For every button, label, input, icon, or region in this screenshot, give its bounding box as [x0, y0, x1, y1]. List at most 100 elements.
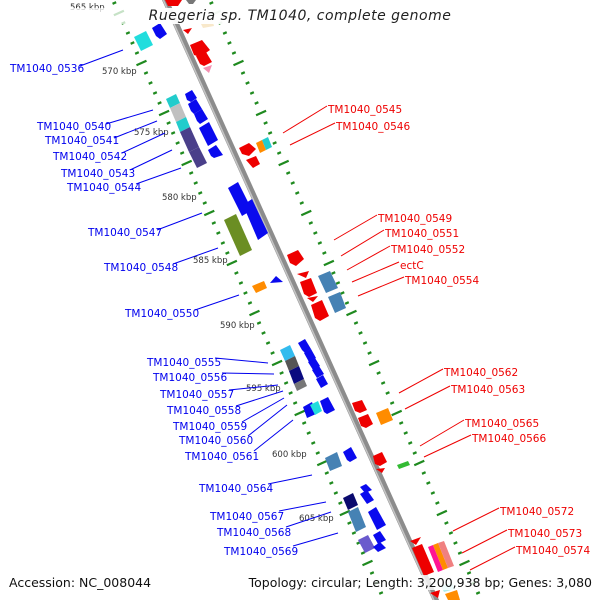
gene-forward-arrow[interactable]: [152, 23, 167, 39]
gene-label-reverse[interactable]: TM1040_0562: [443, 367, 518, 379]
gene-forward-arrow[interactable]: [343, 447, 357, 462]
gene-tm1040-0540[interactable]: [166, 94, 180, 108]
gene-label-reverse[interactable]: TM1040_0546: [335, 121, 410, 133]
gene-label-reverse[interactable]: TM1040_0549: [377, 213, 452, 225]
gene-tm1040-0557[interactable]: [289, 366, 304, 384]
gene-label-reverse[interactable]: TM1040_0563: [450, 384, 525, 396]
gene-tm1040-0542[interactable]: [176, 117, 190, 132]
gene-tm1040-0550[interactable]: [252, 281, 267, 293]
gene-tm1040-0569[interactable]: [358, 535, 375, 553]
gene-tm1040-0545[interactable]: [239, 143, 256, 156]
gene-label-forward[interactable]: TM1040_0540: [36, 121, 111, 133]
gene-tm1040-0544[interactable]: [189, 147, 207, 168]
gene-tm1040-0558[interactable]: [294, 379, 307, 391]
gene-tm1040-0555[interactable]: [280, 345, 295, 361]
gene-label-forward[interactable]: TM1040_0543: [60, 168, 135, 180]
gene-label-forward[interactable]: TM1040_0557: [159, 389, 234, 401]
gene-forward-arrow[interactable]: [308, 358, 320, 370]
gene-forward-arrow[interactable]: [316, 375, 328, 388]
gene-label-forward[interactable]: TM1040_0568: [216, 527, 291, 539]
gene-forward-arrow[interactable]: [360, 484, 372, 493]
gene-reverse-small[interactable]: [183, 28, 192, 34]
gene-reverse-arrow[interactable]: [410, 537, 421, 545]
gene-reverse-arrow[interactable]: [196, 52, 212, 66]
gene-forward-arrow[interactable]: [199, 122, 218, 146]
gene-forward-arrow[interactable]: [185, 90, 197, 102]
gene-label-forward[interactable]: TM1040_0550: [124, 308, 199, 320]
gene-forward-arrow[interactable]: [188, 99, 202, 114]
gene-forward-arrow[interactable]: [373, 542, 386, 552]
gene-forward-arrow[interactable]: [194, 109, 208, 124]
gene-tm1040-0556[interactable]: [285, 356, 299, 371]
gene-label-reverse[interactable]: TM1040_0566: [471, 433, 546, 445]
gene-forward-arrow[interactable]: [373, 531, 386, 544]
gene-tm1040-0552[interactable]: [300, 278, 317, 297]
gene-tm1040-0560[interactable]: [310, 401, 322, 415]
gene-label-forward[interactable]: TM1040_0560: [178, 435, 253, 447]
gene-label-reverse[interactable]: TM1040_0573: [507, 528, 582, 540]
gene-tm1040-0561[interactable]: [320, 397, 335, 414]
gene-reverse-small[interactable]: [376, 468, 385, 473]
gene-label-forward[interactable]: TM1040_0558: [166, 405, 241, 417]
gene-tm1040-0574[interactable]: [433, 543, 448, 570]
gene-label-forward[interactable]: TM1040_0536: [9, 63, 84, 75]
gene-label-forward[interactable]: TM1040_0569: [223, 546, 298, 558]
gene-tm1040-0565[interactable]: [373, 452, 387, 466]
gene-label-forward[interactable]: TM1040_0564: [198, 483, 273, 495]
gene-label-forward[interactable]: TM1040_0541: [44, 135, 119, 147]
gene-label-reverse[interactable]: TM1040_0554: [404, 275, 479, 287]
gene-label-forward[interactable]: TM1040_0548: [103, 262, 178, 274]
gene-forward-arrow[interactable]: [243, 199, 268, 240]
gene-tm1040-0553[interactable]: [318, 271, 338, 293]
gene-label-forward[interactable]: TM1040_0561: [184, 451, 259, 463]
gene-tm1040-0546[interactable]: [246, 156, 260, 168]
gene-tm1040-0563[interactable]: [376, 408, 393, 425]
gene-tm1040-0554-arrow[interactable]: [307, 296, 318, 302]
gene-forward-arrow[interactable]: [312, 366, 324, 378]
gene-tm1040-0549[interactable]: [287, 250, 304, 266]
gene-reverse-arrow[interactable]: [358, 414, 373, 428]
gene-forward-arrow[interactable]: [298, 339, 311, 353]
gene-label-forward[interactable]: TM1040_0542: [52, 151, 127, 163]
gene-tm1040-0567[interactable]: [343, 493, 358, 510]
gene-tm1040-0551[interactable]: [297, 271, 309, 278]
gene-reverse-cyan[interactable]: [262, 137, 272, 150]
gene-blue-box[interactable]: [328, 292, 346, 313]
gene-forward-arrow[interactable]: [360, 490, 374, 504]
gene-partial-gray[interactable]: [186, 0, 196, 4]
gene-tm1040-0573[interactable]: [428, 545, 443, 572]
gene-label-reverse[interactable]: TM1040_0551: [384, 228, 459, 240]
gene-label-forward[interactable]: TM1040_0547: [87, 227, 162, 239]
gene-reverse-orange[interactable]: [256, 140, 266, 153]
gene-reverse-arrow[interactable]: [430, 590, 440, 598]
gene-forward-arrow[interactable]: [304, 349, 316, 362]
gene-reverse-partial[interactable]: [165, 0, 182, 6]
gene-tm1040-0543[interactable]: [180, 127, 199, 152]
gene-label-reverse[interactable]: TM1040_0552: [390, 244, 465, 256]
gene-label-reverse[interactable]: TM1040_0572: [499, 506, 574, 518]
gene-orange-bottom[interactable]: [445, 590, 460, 600]
gene-tm1040-0554[interactable]: [311, 300, 329, 321]
gene-label-reverse[interactable]: ectC: [400, 260, 424, 272]
gene-label-reverse[interactable]: TM1040_0574: [515, 545, 590, 557]
gene-tm1040-0564[interactable]: [325, 452, 342, 471]
gene-label-reverse[interactable]: TM1040_0545: [327, 104, 402, 116]
gene-tm1040-0568[interactable]: [348, 507, 366, 532]
gene-tm1040-0536[interactable]: [134, 31, 153, 51]
gene-tm1040-0562[interactable]: [352, 400, 367, 413]
gene-reverse-pink[interactable]: [438, 541, 454, 568]
gene-label-forward[interactable]: TM1040_0544: [66, 182, 141, 194]
gene-label-forward[interactable]: TM1040_0567: [209, 511, 284, 523]
gene-tm1040-0566[interactable]: [397, 461, 410, 469]
gene-forward-arrow[interactable]: [270, 276, 283, 283]
gene-label-reverse[interactable]: TM1040_0565: [464, 418, 539, 430]
gene-forward-arrow[interactable]: [208, 145, 223, 158]
gene-forward-arrow[interactable]: [368, 507, 386, 530]
gene-label-forward[interactable]: TM1040_0559: [172, 421, 247, 433]
gene-label-forward[interactable]: TM1040_0556: [152, 372, 227, 384]
gene-label-forward[interactable]: TM1040_0555: [146, 357, 221, 369]
gene-reverse-small[interactable]: [203, 65, 212, 73]
gene-tm1040-0541[interactable]: [170, 103, 186, 122]
gene-tm1040-0548[interactable]: [224, 214, 252, 256]
gene-tm1040-0572[interactable]: [412, 544, 434, 576]
